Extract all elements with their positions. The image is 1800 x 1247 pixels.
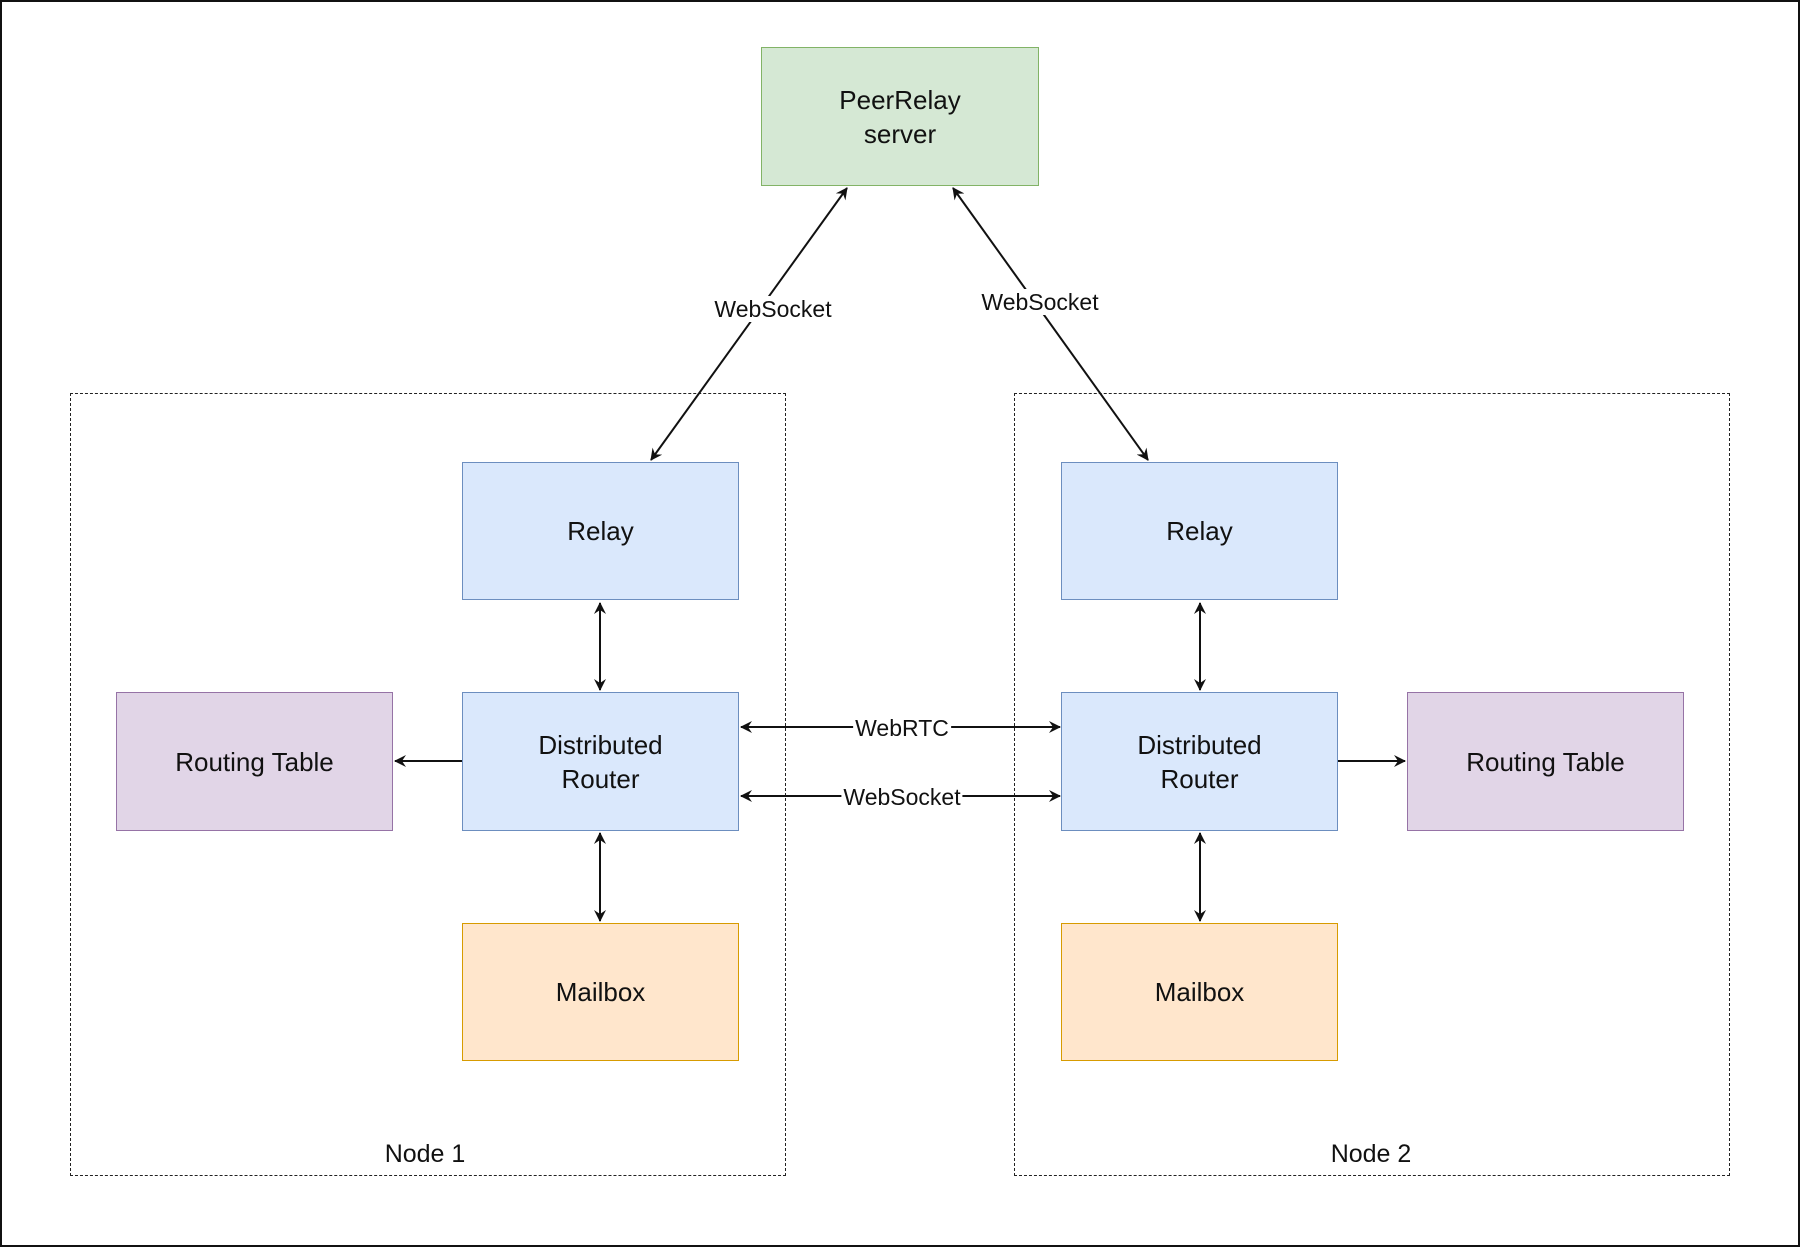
node1-relay-label: Relay xyxy=(567,516,634,546)
node1-routing-table-label: Routing Table xyxy=(175,746,334,777)
node1-router-box: Distributed Router xyxy=(462,692,739,831)
node1-label: Node 1 xyxy=(384,1140,466,1168)
edge-label-websocket: WebSocket xyxy=(841,784,963,810)
node1-mailbox-box: Mailbox xyxy=(462,923,739,1061)
peerrelay-server-box: PeerRelay server xyxy=(761,47,1039,186)
node2-relay-box: Relay xyxy=(1061,462,1338,600)
node1-routing-table-box: Routing Table xyxy=(116,692,393,831)
node2-label: Node 2 xyxy=(1330,1140,1412,1168)
node2-router-box: Distributed Router xyxy=(1061,692,1338,831)
edge-server-node1 xyxy=(650,187,848,461)
node2-routing-table-box: Routing Table xyxy=(1407,692,1684,831)
node2-group xyxy=(1014,393,1730,1176)
node1-relay-box: Relay xyxy=(462,462,739,600)
node2-routing-table-label: Routing Table xyxy=(1466,746,1625,777)
edge-label-server-node2: WebSocket xyxy=(979,289,1101,315)
edge-server-node2 xyxy=(952,187,1149,461)
node2-mailbox-label: Mailbox xyxy=(1154,977,1245,1007)
server-label-line2: server xyxy=(863,118,937,149)
node2-mailbox-box: Mailbox xyxy=(1061,923,1338,1061)
node1-mailbox-label: Mailbox xyxy=(555,977,646,1007)
node1-router-label-line2: Router xyxy=(561,763,640,794)
node2-router-label-line1: Distributed xyxy=(1137,729,1262,760)
node2-relay-label: Relay xyxy=(1166,516,1233,546)
node1-router-label-line1: Distributed xyxy=(538,729,663,760)
node2-router-label-line2: Router xyxy=(1160,763,1239,794)
edge-label-webrtc: WebRTC xyxy=(853,715,951,741)
node1-group xyxy=(70,393,786,1176)
edge-label-server-node1: WebSocket xyxy=(712,296,834,322)
server-label-line1: PeerRelay xyxy=(839,84,961,115)
